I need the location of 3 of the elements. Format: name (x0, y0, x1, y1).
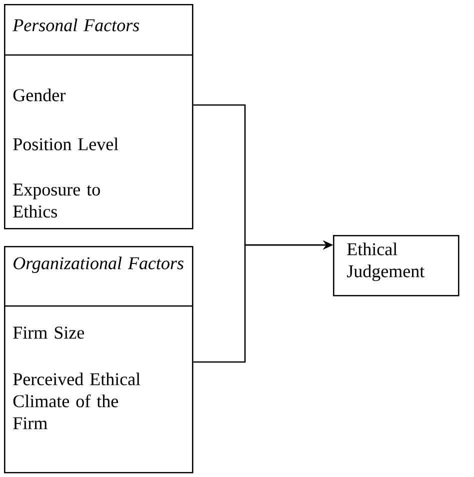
outcome-box: Ethical Judgement (333, 235, 460, 296)
factor-box: Organizational Factors Firm Size Perceived Ethical Climate of the Firm (4, 246, 194, 474)
factor-box: Personal Factors Gender Position Level Exposure to Ethics (4, 4, 194, 230)
